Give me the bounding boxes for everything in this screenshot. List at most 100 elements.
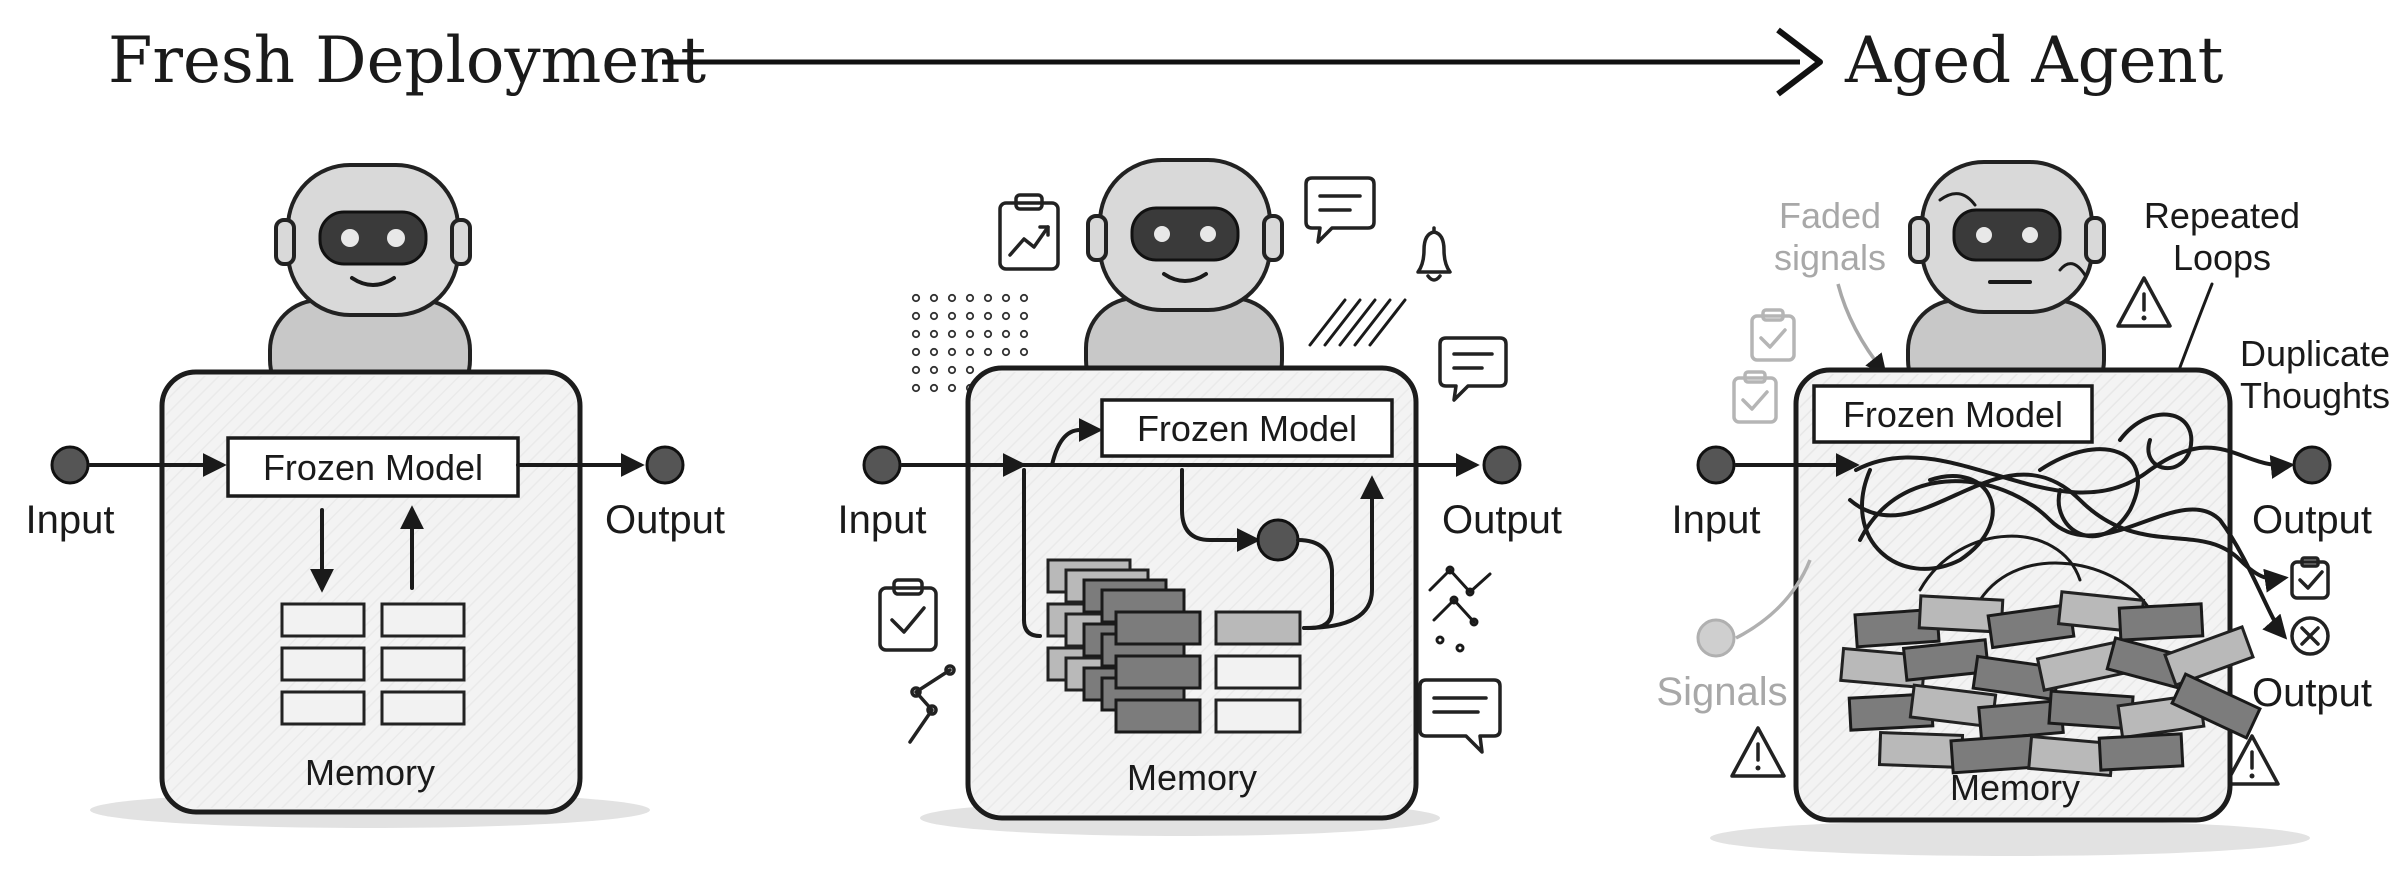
matrix-dot: [965, 293, 975, 303]
frozen-model-label: Frozen Model: [1843, 394, 2063, 435]
matrix-dot: [983, 311, 993, 321]
memory-slot: [2117, 602, 2205, 642]
robot-wear-marks: [1938, 192, 2087, 277]
checklist-icon: [878, 578, 938, 652]
matrix-dot: [947, 365, 957, 375]
check-box-icon: [2290, 556, 2330, 600]
faded-signals-pointer: [1836, 283, 1887, 376]
panel-fresh: Frozen Model Input Output Memory: [26, 163, 725, 828]
hidden-node: [1256, 518, 1300, 562]
aged-agent-title: Aged Agent: [1844, 24, 2224, 98]
input-to-memory: [1022, 468, 1042, 638]
matrix-dot: [983, 347, 993, 357]
repeated-loops-label: Repeated: [2144, 195, 2300, 236]
robot-ear: [1262, 214, 1284, 262]
repeated-loops-label: Loops: [2173, 237, 2271, 278]
robot-ear: [1908, 216, 1930, 264]
chat-bubble-icon: [1438, 336, 1508, 402]
matrix-dot: [929, 347, 939, 357]
input-node: [50, 445, 90, 485]
input-label: Input: [1672, 498, 1761, 542]
frozen-model-box: [226, 436, 520, 498]
matrix-dot: [911, 365, 921, 375]
memory-slot: [1114, 698, 1202, 734]
faded-signals-label: Faded: [1779, 195, 1881, 236]
error-circle-icon: [2290, 616, 2330, 656]
matrix-dot: [929, 383, 939, 393]
memory-slot: [1901, 638, 1991, 682]
matrix-dot: [1001, 311, 1011, 321]
output-node: [645, 445, 685, 485]
matrix-dot: [911, 383, 921, 393]
robot-visor: [1952, 208, 2062, 262]
matrix-dot: [1001, 293, 1011, 303]
warning-icon: [2224, 734, 2280, 786]
robot-ear: [2084, 216, 2106, 264]
memory-grid: [280, 602, 466, 726]
frozen-model-box: [1100, 398, 1394, 458]
faded-signals-label: signals: [1774, 237, 1886, 278]
memory-slot: [1877, 731, 1965, 769]
memory-slot: [2163, 625, 2255, 687]
matrix-dot: [1019, 329, 1029, 339]
matrix-dot: [947, 383, 957, 393]
robot-ear: [450, 218, 472, 266]
matrix-dot: [1019, 293, 1029, 303]
output-node: [2292, 445, 2332, 485]
clipboard-chart-icon: [998, 193, 1060, 271]
warning-icon: [2116, 276, 2172, 328]
matrix-dot: [1019, 311, 1029, 321]
matrix-dot: [947, 293, 957, 303]
input-node: [862, 445, 902, 485]
matrix-dot: [929, 293, 939, 303]
memory-jumble: [1839, 590, 2262, 778]
matrix-dot: [983, 293, 993, 303]
duplicate-thoughts-label: Thoughts: [2240, 375, 2390, 416]
memory-slot: [1214, 610, 1302, 646]
memory-label: Memory: [305, 752, 435, 793]
matrix-dot: [929, 329, 939, 339]
signals-label: Signals: [1656, 670, 1787, 714]
memory-slot: [1114, 654, 1202, 690]
robot-ear: [1086, 214, 1108, 262]
matrix-dot: [1001, 347, 1011, 357]
matrix-dot: [929, 365, 939, 375]
memory-slot: [380, 646, 466, 682]
signals-node: [1696, 618, 1736, 658]
panel-middle: Frozen Model Input Output Memory: [838, 158, 1562, 836]
chat-bubble-icon: [1418, 678, 1502, 754]
panel-aged: Faded signals Repeated Loops Duplicate T…: [1656, 160, 2390, 856]
duplicate-thoughts-label: Duplicate: [2240, 333, 2390, 374]
matrix-dot: [1019, 347, 1029, 357]
tangled-loops: [1848, 412, 2295, 640]
robot-eye: [2022, 227, 2038, 243]
hatch-decoration: [1308, 298, 1407, 347]
matrix-dot: [947, 347, 957, 357]
robot-eye: [1154, 226, 1170, 242]
warning-icon: [1730, 726, 1786, 778]
bell-icon: [1416, 226, 1452, 282]
output-label: Output: [605, 498, 725, 542]
matrix-dot: [929, 311, 939, 321]
output-label: Output: [2252, 671, 2372, 715]
chat-bubble-icon: [1304, 176, 1376, 244]
matrix-dot: [947, 329, 957, 339]
memory-slot: [380, 602, 466, 638]
robot-visor: [318, 210, 428, 266]
robot-eye: [1976, 227, 1992, 243]
memory-slot: [2097, 732, 2185, 772]
route-to-model: [1038, 418, 1103, 467]
checklist-icon: [1750, 308, 1796, 362]
box-texture: [972, 372, 1412, 814]
memory-stack: [1046, 558, 1302, 734]
node-graph-icon: [908, 664, 956, 744]
robot-ear: [274, 218, 296, 266]
memory-label: Memory: [1127, 757, 1257, 798]
matrix-dot: [1001, 329, 1011, 339]
input-label: Input: [838, 498, 927, 542]
matrix-dot: [965, 329, 975, 339]
matrix-dot: [983, 329, 993, 339]
robot-eye: [387, 229, 405, 247]
matrix-dot: [911, 329, 921, 339]
